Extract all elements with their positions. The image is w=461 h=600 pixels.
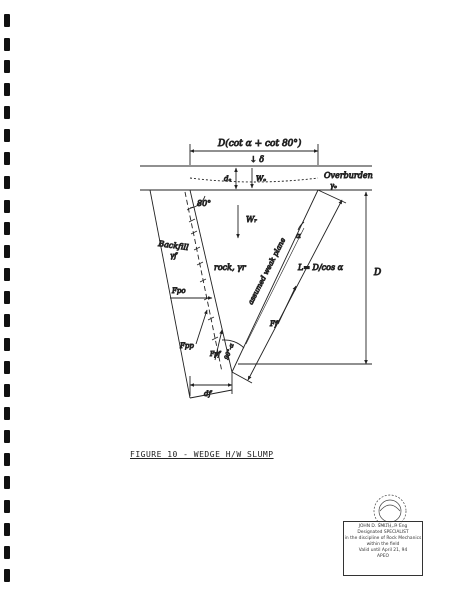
label-d0: dₒ: [224, 175, 231, 183]
ground-hatch: [189, 177, 319, 183]
stamp-line: within the field: [366, 542, 400, 547]
fpf-arrow: [214, 329, 223, 361]
label-ff: Ff: [269, 320, 279, 328]
ff-arrow: [277, 285, 297, 325]
label-df: df: [204, 390, 212, 398]
label-w0: Wₒ: [256, 175, 266, 183]
label-wr: Wᵣ: [246, 215, 257, 224]
angle-80-arc: [189, 195, 206, 209]
label-d: D: [373, 268, 381, 278]
specialist-stamp: JOHN D. SMITH, P. Eng Designated SPECIAL…: [343, 521, 423, 576]
df-dimension: [189, 372, 233, 396]
label-angle-80: 80°: [197, 199, 211, 208]
label-fpp: Fpp: [179, 342, 194, 350]
spiral-binding: [0, 0, 12, 600]
label-fpf: Fpf: [209, 351, 222, 358]
backfill-boundary: [184, 191, 223, 373]
stamp-line: in the discipline of Rock Mechanics: [344, 536, 422, 541]
label-angle-90a: 90°-α: [223, 343, 235, 361]
top-dimension: [189, 144, 319, 165]
label-rock: rock, γr: [214, 263, 247, 272]
label-alpha: α: [296, 232, 301, 240]
label-top-dimension: D(cot α + cot 80°): [217, 138, 302, 149]
label-length: L= D/cos α: [297, 263, 344, 272]
label-gamma-o: γₒ: [330, 182, 337, 190]
stamp-line: Valid until April 21, 94: [358, 548, 408, 553]
backfill-marks: [186, 206, 219, 341]
angle-90a-arc: [221, 339, 245, 349]
label-weak-plane: assumed weak plane: [247, 237, 288, 306]
figure-caption: FIGURE 10 - WEDGE H/W SLUMP: [130, 450, 274, 459]
label-fpo: Fpo: [171, 287, 186, 295]
fpp-arrow: [195, 309, 208, 345]
depth-dimension: [238, 189, 372, 365]
stamp-line: APEO: [377, 554, 389, 559]
label-gamma-f: γf: [170, 252, 178, 260]
stamp-line: Designated SPECIALIST: [357, 530, 409, 535]
stamp-line: JOHN D. SMITH, P. Eng: [358, 524, 408, 529]
label-delta: ↓ δ: [250, 155, 264, 164]
label-overburden: Overburden: [324, 171, 373, 180]
